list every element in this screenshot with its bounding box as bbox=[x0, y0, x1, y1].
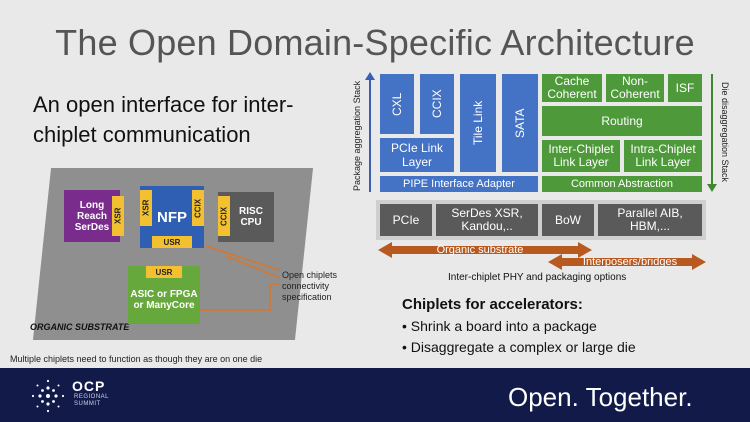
footer-brand: OCP bbox=[72, 378, 106, 394]
common-abstraction-block: Common Abstraction bbox=[542, 176, 702, 192]
slide-title: The Open Domain-Specific Architecture bbox=[55, 22, 695, 63]
asic-label: ASIC or FPGA or ManyCore bbox=[130, 289, 198, 311]
isf-block: ISF bbox=[668, 74, 702, 102]
right-axis-label: Die disaggregation Stack bbox=[720, 81, 730, 183]
bullet-item: • Disaggregate a complex or large die bbox=[402, 339, 636, 355]
callout-line-1 bbox=[205, 245, 281, 271]
callout-line-3 bbox=[200, 283, 280, 311]
interposer-arrow bbox=[548, 254, 706, 270]
cache-coherent-block: Cache Coherent bbox=[542, 74, 602, 102]
footer-subtitle: REGIONAL SUMMIT bbox=[74, 394, 109, 408]
lrs-label: Long Reach SerDes bbox=[74, 199, 110, 233]
callout-line-2 bbox=[225, 255, 281, 279]
footnote: Multiple chiplets need to function as th… bbox=[10, 354, 263, 364]
bullet-text: Disaggregate a complex or large die bbox=[410, 339, 636, 355]
intra-chiplet-block: Intra-Chiplet Link Layer bbox=[624, 140, 702, 172]
long-reach-serdes-chip: Long Reach SerDes bbox=[64, 190, 120, 242]
asic-usr-port: USR bbox=[146, 266, 182, 278]
pcie-phy-block: PCIe bbox=[380, 204, 432, 236]
right-axis-arrow bbox=[707, 184, 717, 192]
organic-arrow bbox=[378, 242, 592, 258]
inter-chiplet-block: Inter-Chiplet Link Layer bbox=[542, 140, 620, 172]
footer-sub-line: REGIONAL bbox=[74, 394, 110, 400]
bullets-title: Chiplets for accelerators: bbox=[402, 296, 583, 313]
ocp-logo-icon bbox=[31, 379, 65, 413]
routing-block: Routing bbox=[542, 106, 702, 136]
parallel-phy-block: Parallel AIB, HBM,... bbox=[598, 204, 702, 236]
footer-tagline: Open. Together. bbox=[508, 382, 693, 412]
nfp-label: NFP bbox=[157, 208, 187, 226]
non-coherent-block: Non-Coherent bbox=[606, 74, 664, 102]
risc-label: RISC CPU bbox=[239, 206, 263, 228]
organic-label: Organic substrate bbox=[436, 244, 524, 256]
callout-text: Open chiplets connectivity specification bbox=[282, 270, 338, 302]
left-axis-arrow bbox=[365, 72, 375, 80]
nfp-usr-port: USR bbox=[152, 236, 192, 248]
pipe-interface-block: PIPE Interface Adapter bbox=[380, 176, 538, 192]
slide-subtitle: An open interface for inter-chiplet comm… bbox=[33, 92, 294, 147]
substrate-label: ORGANIC SUBSTRATE bbox=[30, 322, 130, 332]
footer-bar bbox=[0, 368, 750, 422]
phy-options-label: Inter-chiplet PHY and packaging options bbox=[448, 272, 627, 283]
footer-sub-line: SUMMIT bbox=[74, 401, 101, 407]
bullet-item: • Shrink a board into a package bbox=[402, 318, 597, 334]
serdes-phy-block: SerDes XSR, Kandou,.. bbox=[436, 204, 538, 236]
bullet-text: Shrink a board into a package bbox=[410, 318, 597, 334]
bow-phy-block: BoW bbox=[542, 204, 594, 236]
interposers-label: Interposers/bridges bbox=[582, 256, 678, 268]
pcie-link-layer-block: PCIe Link Layer bbox=[380, 138, 454, 172]
